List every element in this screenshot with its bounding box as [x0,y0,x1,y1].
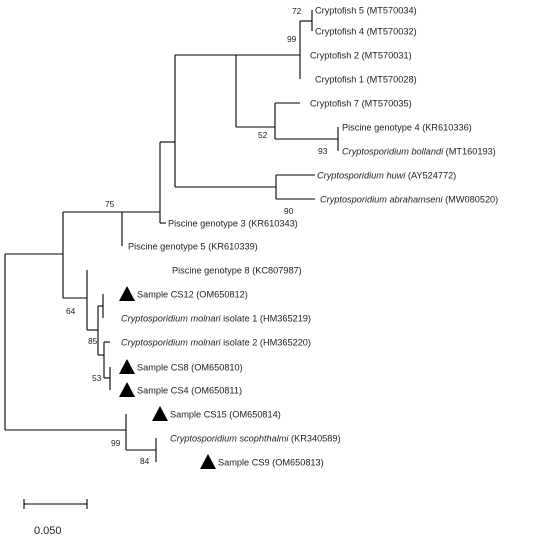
taxon-name: Piscine genotype 8 [172,266,250,276]
taxon-accession: (AY524772) [405,171,456,181]
bootstrap-value: 64 [66,306,76,316]
bootstrap-value: 84 [140,456,150,466]
taxon-accession: (OM650810) [189,363,243,373]
taxon-accession: (OM650814) [227,410,281,420]
taxon-accession: (MT570035) [359,99,412,109]
bootstrap-value: 93 [318,146,328,156]
taxon-label-bollandi: Cryptosporidium bollandi (MT160193) [342,147,496,157]
taxon-name: Piscine genotype 3 [168,219,246,229]
taxon-species-name: Cryptosporidium scophthalmi [170,434,289,444]
taxon-accession: (MT160193) [443,147,496,157]
taxon-isolate: isolate 1 [221,314,258,324]
taxon-name: Sample CS9 [218,458,270,468]
taxon-label-abrahamseni: Cryptosporidium abrahamseni (MW080520) [320,195,498,205]
taxon-accession: (KR340589) [288,434,340,444]
taxon-label-cs12: Sample CS12 (OM650812) [137,290,248,300]
taxon-label-piscine8: Piscine genotype 8 (KC807987) [172,266,302,276]
taxon-accession: (MT570028) [364,75,417,85]
taxon-label-cs4: Sample CS4 (OM650811) [137,386,242,396]
taxon-name: Cryptofish 5 [315,6,364,16]
sample-triangle-icon [200,454,216,469]
taxon-name: Cryptofish 7 [310,99,359,109]
taxon-name: Piscine genotype 5 [128,242,206,252]
bootstrap-value: 99 [111,438,121,448]
taxon-label-molnari2: Cryptosporidium molnari isolate 2 (HM365… [121,338,311,348]
sample-triangle-icon [119,359,135,374]
bootstrap-value: 52 [258,130,268,140]
taxon-species-name: Cryptosporidium molnari [121,338,222,348]
taxon-accession: (OM650812) [194,290,248,300]
taxon-accession: (OM650813) [270,458,324,468]
scale-bar-label: 0.050 [34,525,62,537]
taxon-label-cryptofish7: Cryptofish 7 (MT570035) [310,99,412,109]
taxon-name: Sample CS12 [137,290,194,300]
taxon-accession: (MT570034) [364,6,417,16]
taxon-labels: Cryptofish 5 (MT570034) Cryptofish 4 (MT5… [119,6,498,469]
bootstrap-value: 75 [105,199,115,209]
taxon-name: Cryptofish 4 [315,27,364,37]
sample-triangle-icon [119,382,135,397]
sample-triangle-icon [119,286,135,301]
taxon-accession: (KR610336) [420,123,472,133]
taxon-label-piscine5: Piscine genotype 5 (KR610339) [128,242,258,252]
taxon-accession: (MW080520) [443,195,499,205]
taxon-label-cs9: Sample CS9 (OM650813) [218,458,324,468]
taxon-label-piscine3: Piscine genotype 3 (KR610343) [168,219,298,229]
taxon-name: Sample CS15 [170,410,227,420]
taxon-name: Cryptofish 2 [310,51,359,61]
taxon-label-cs15: Sample CS15 (OM650814) [170,410,281,420]
sample-triangle-icon [152,406,168,421]
taxon-name: Sample CS4 [137,386,189,396]
taxon-species-name: Cryptosporidium abrahamseni [320,195,444,205]
taxon-accession: (KR610339) [206,242,258,252]
bootstrap-value: 85 [88,336,98,346]
bootstrap-value: 53 [92,373,102,383]
taxon-label-huwi: Cryptosporidium huwi (AY524772) [317,171,456,181]
taxon-label-scophthalmi: Cryptosporidium scophthalmi (KR340589) [170,434,341,444]
taxon-label-piscine4: Piscine genotype 4 (KR610336) [342,123,472,133]
bootstrap-value: 72 [292,6,302,16]
scale-bar: 0.050 [23,499,88,537]
taxon-species-name: Cryptosporidium molnari [121,314,222,324]
taxon-name: Sample CS8 [137,363,189,373]
taxon-accession: (MT570031) [359,51,412,61]
taxon-species-name: Cryptosporidium huwi [317,171,406,181]
taxon-accession: (MT570032) [364,27,417,37]
taxon-accession: (OM650811) [189,386,242,396]
taxon-label-cryptofish1: Cryptofish 1 (MT570028) [315,75,417,85]
tree-branches [4,10,339,462]
taxon-accession: (HM365219) [257,314,311,324]
taxon-accession: (KC807987) [250,266,302,276]
bootstrap-values: 72 99 52 93 90 75 64 85 53 99 84 [66,6,328,466]
taxon-accession: (KR610343) [246,219,298,229]
taxon-accession: (HM365220) [257,338,311,348]
taxon-species-name: Cryptosporidium bollandi [342,147,444,157]
taxon-label-cryptofish2: Cryptofish 2 (MT570031) [310,51,412,61]
taxon-name: Cryptofish 1 [315,75,364,85]
taxon-label-cryptofish5: Cryptofish 5 (MT570034) [315,6,417,16]
taxon-label-molnari1: Cryptosporidium molnari isolate 1 (HM365… [121,314,311,324]
bootstrap-value: 99 [287,34,297,44]
taxon-label-cs8: Sample CS8 (OM650810) [137,363,243,373]
taxon-label-cryptofish4: Cryptofish 4 (MT570032) [315,27,417,37]
taxon-name: Piscine genotype 4 [342,123,420,133]
bootstrap-value: 90 [284,206,294,216]
taxon-isolate: isolate 2 [221,338,258,348]
